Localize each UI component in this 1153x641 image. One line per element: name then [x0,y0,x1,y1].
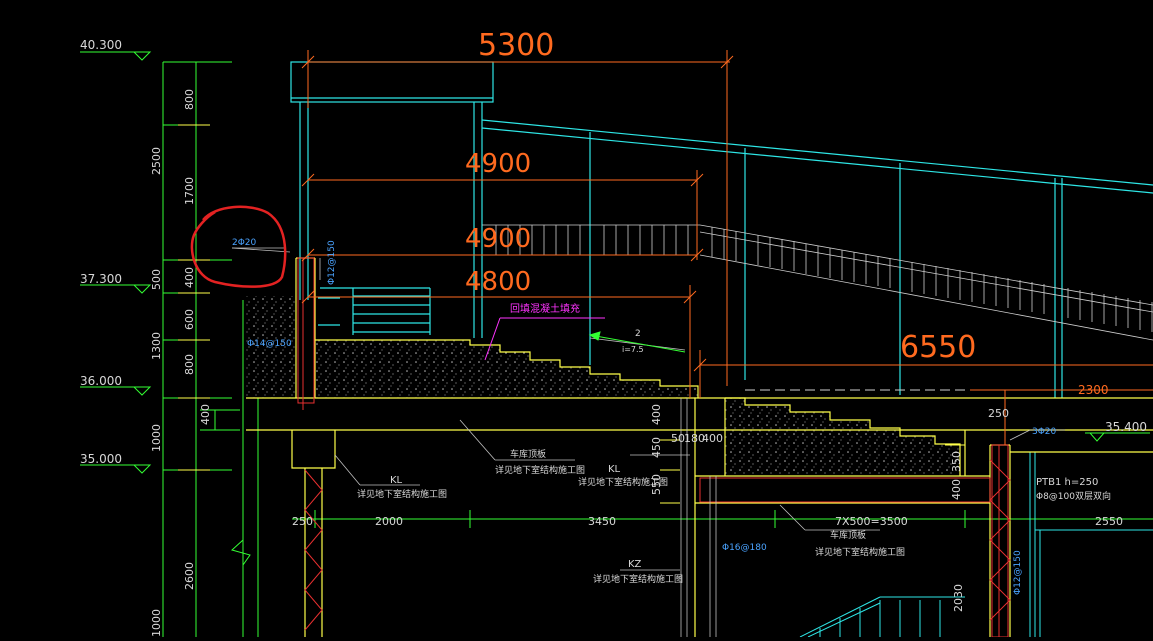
slab2-sub: 详见地下室结构施工图 [815,546,905,558]
elevation-markers [80,51,1150,474]
dim-ticks [178,124,965,504]
hdim-2550: 2550 [1095,515,1123,528]
annotation-circle [190,205,287,288]
ptb-sub: Φ8@100双层双向 [1036,490,1111,502]
rebar-phi16-180: Φ16@180 [722,543,767,553]
elev-35000: 35.000 [80,452,122,466]
magenta-leader [484,317,605,361]
concrete-fill [246,296,960,476]
kz-sub: 详见地下室结构施工图 [593,573,683,585]
elev-37300: 37.300 [80,272,122,286]
vdim-350: 350 [950,451,963,472]
vdim-800-mid: 800 [183,354,196,375]
slope-arrow [588,331,686,353]
kz-title: KZ [628,559,642,570]
hdim-250-right: 250 [988,407,1009,420]
vdim-800-top: 800 [183,89,196,110]
vdim-1700: 1700 [183,177,196,205]
kl1-sub: 详见地下室结构施工图 [357,488,447,500]
elev-36000: 36.000 [80,374,122,388]
rebar-3phi20: 3Φ20 [1032,427,1057,437]
dim-second: 4900 [465,149,531,179]
elev-40300: 40.300 [80,38,122,52]
rebar-phi12-150: Φ12@150 [327,240,337,285]
slab-title: 车库顶板 [510,448,546,460]
hdim-7x500: 7X500=3500 [835,515,908,528]
grid-lines [162,61,1153,637]
railing-structure [290,61,1153,398]
vdim-550: 550 [650,474,663,495]
elev-35400: 35.400 [1105,420,1147,434]
lower-stair-structure [799,451,1153,638]
hdim-3450: 3450 [588,515,616,528]
note-slope-b: i=7.5 [622,345,644,354]
rebar-phi14-150: Φ14@150 [247,339,292,349]
note-slope-a: 2 [635,329,641,339]
ptb-title: PTB1 h=250 [1036,477,1098,488]
vdim-1300: 1300 [150,332,163,360]
vertical-dims: 800 1700 2500 500 400 600 1300 800 400 1… [150,89,965,637]
rebar-2phi20: 2Φ20 [232,238,257,248]
dim-right: 6550 [900,330,976,365]
vdim-400-right: 400 [950,479,963,500]
hdim-400: 400 [702,432,723,445]
rebar-labels: 2Φ20 Φ12@150 Φ14@150 Φ16@180 3Φ20 Φ12@15… [232,238,1057,595]
vdim-600: 600 [183,309,196,330]
vdim-400-left: 400 [199,404,212,425]
hdim-180: 180 [684,432,705,445]
dim-top: 5300 [478,28,554,63]
vdim-450: 450 [650,437,663,458]
slab2-title: 车库顶板 [830,529,866,541]
hdim-50: 50 [671,432,685,445]
vdim-1000: 1000 [150,424,163,452]
hdim-250: 250 [292,515,313,528]
rebar-phi12-150-right: Φ12@150 [1013,550,1023,595]
dim-right-small: 2300 [1078,383,1109,397]
dim-fourth: 4800 [465,267,531,297]
vdim-2600: 2600 [183,562,196,590]
horizontal-dims: 250 2000 3450 7X500=3500 2550 50 180 400… [292,407,1123,528]
vdim-400: 400 [183,267,196,288]
kl2-sub: 详见地下室结构施工图 [578,476,668,488]
kl2-title: KL [608,464,621,475]
dim-third: 4900 [465,224,531,254]
vdim-2500: 2500 [150,147,163,175]
kl1-title: KL [390,475,403,486]
vdim-2030: 2030 [952,584,965,612]
vdim-400-mid: 400 [650,404,663,425]
note-fill-concrete: 回填混凝土填充 [510,302,580,315]
ramp-balusters [482,224,1153,341]
hdim-2000: 2000 [375,515,403,528]
vdim-500: 500 [150,269,163,290]
slab-sub: 详见地下室结构施工图 [495,464,585,476]
vdim-1000-bottom: 1000 [150,609,163,637]
dimension-lines [301,50,1153,445]
